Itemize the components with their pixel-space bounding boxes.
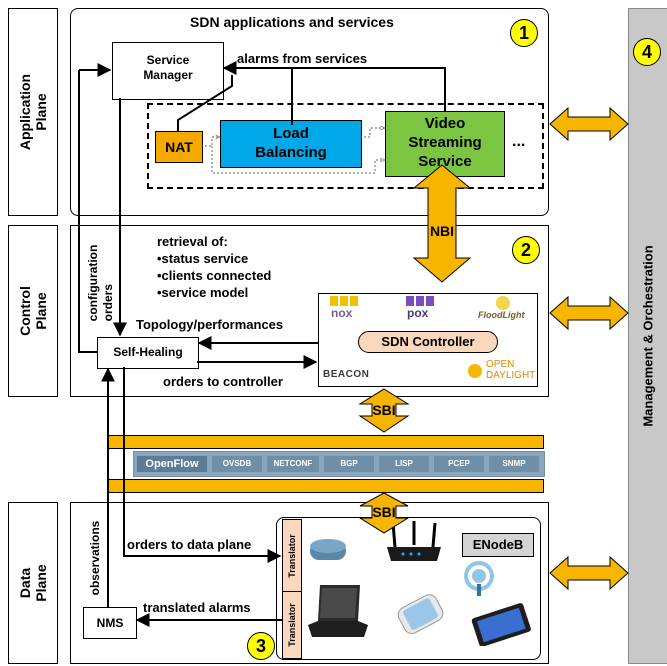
management-orchestration-label: Management & Orchestration [640,245,656,427]
badge-4: 4 [633,38,661,66]
protocol-openflow: OpenFlow [137,456,207,472]
protocol-netconf: NETCONF [267,456,319,472]
nat-box: NAT [155,131,203,163]
orders-to-data-plane-label: orders to data plane [127,537,252,552]
retrieval-item: •service model [157,285,249,300]
video-streaming-box: Video Streaming Service [385,111,505,177]
observations-label: observations [88,520,102,596]
retrieval-item: •clients connected [157,268,272,283]
protocol-lisp: LISP [379,456,429,472]
protocol-ovsdb: OVSDB [212,456,262,472]
self-healing-box: Self-Healing [97,337,199,369]
topology-label: Topology/performances [136,317,284,332]
pox-logo-icon: pox [404,296,440,322]
sdn-controller-pill: SDN Controller [358,331,498,353]
laptop-icon [306,583,370,641]
protocol-snmp: SNMP [489,456,539,472]
protocol-pcep: PCEP [434,456,484,472]
control-plane-label: Control Plane [8,225,58,397]
application-plane-label: Application Plane [8,8,58,216]
badge-2: 2 [512,236,540,264]
management-orchestration-bar: Management & Orchestration [628,8,667,664]
load-balancing-box: Load Balancing [220,120,362,168]
sbi-upper-label: SBI [372,402,395,418]
sbi-bar-bottom [108,479,544,493]
protocol-bar: OpenFlow OVSDB NETCONF BGP LISP PCEP SNM… [133,451,545,477]
nox-logo-icon: nox [328,296,364,322]
enodeb-icon [461,558,497,598]
floodlight-logo-icon: FloodLight [478,296,534,326]
retrieval-title: retrieval of: [157,234,228,249]
sbi-bar-top [108,435,544,449]
nms-box: NMS [83,607,137,639]
badge-3: 3 [247,632,275,660]
mgmt-arrow-data [549,555,629,591]
router-icon [308,536,348,564]
alarms-label: alarms from services [237,51,368,66]
data-plane-label: Data Plane [8,502,58,664]
tablet-icon [470,602,532,647]
mgmt-arrow-control [549,295,629,331]
beacon-logo-icon: BEACON [323,369,370,380]
enodeb-label-box: ENodeB [462,533,534,557]
service-manager-label: Service Manager [143,53,193,82]
mgmt-arrow-app [549,106,629,142]
app-title: SDN applications and services [190,14,394,30]
opendaylight-logo-icon: OPEN DAYLIGHT [468,358,535,384]
smartphone-icon [392,588,450,642]
retrieval-item: •status service [157,251,249,266]
orders-to-controller-label: orders to controller [163,374,283,389]
service-manager-box: Service Manager [112,42,224,100]
wifi-router-icon [383,521,445,565]
badge-1: 1 [510,19,538,47]
translator-top: Translator [282,519,302,593]
translator-bottom: Translator [282,591,302,659]
configuration-orders-label: configuration orders [86,244,115,322]
protocol-bgp: BGP [324,456,374,472]
translated-alarms-label: translated alarms [143,600,251,615]
more-services-ellipsis: ... [512,133,526,150]
